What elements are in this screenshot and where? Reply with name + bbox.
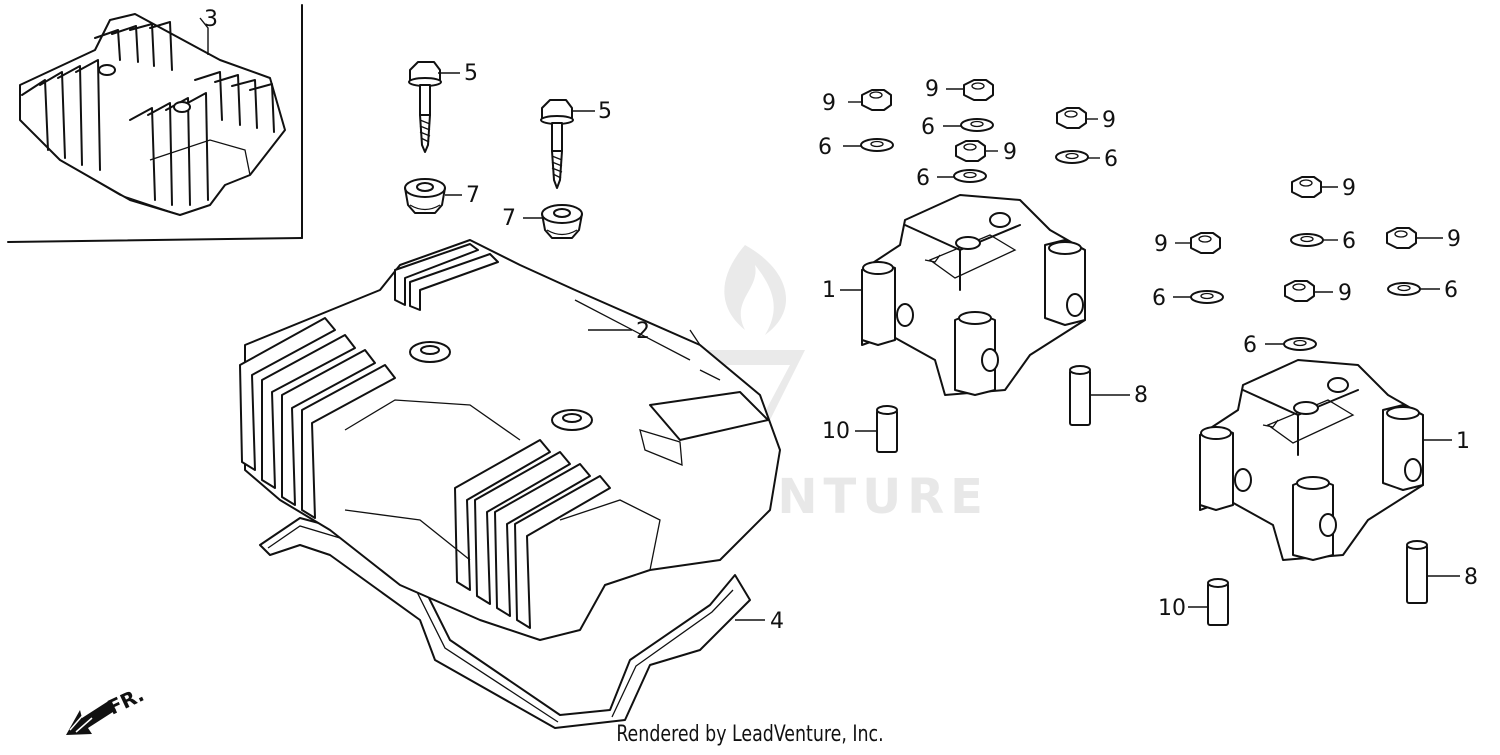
nut-upper-b: [963, 79, 994, 101]
callout-8: 8: [1464, 565, 1478, 590]
nut-lower-b: [1190, 232, 1221, 254]
callout-labels: 3 5 5 7 7 2 4 9 9 9 9 6 6 6 6 1 8 10 9 9…: [204, 7, 1478, 634]
dowel-pin-b: [1406, 540, 1428, 604]
callout-7: 7: [466, 183, 480, 208]
washer-upper-c: [1055, 150, 1089, 164]
callout-9: 9: [1003, 140, 1017, 165]
callout-4: 4: [770, 609, 784, 634]
grommet-a: [404, 178, 446, 214]
callout-9: 9: [1447, 227, 1461, 252]
callout-1: 1: [822, 278, 836, 303]
callout-6: 6: [1104, 147, 1118, 172]
callout-1: 1: [1456, 429, 1470, 454]
grommet-b: [541, 204, 583, 239]
callout-10: 10: [1158, 596, 1186, 621]
callout-6: 6: [1243, 333, 1257, 358]
callout-5: 5: [598, 99, 612, 124]
callout-5: 5: [464, 61, 478, 86]
leader-lines: [199, 17, 1460, 621]
callout-9: 9: [1102, 108, 1116, 133]
nut-upper-a: [861, 89, 892, 111]
callout-9: 9: [822, 91, 836, 116]
rocker-arm-holder-a: [861, 194, 1086, 396]
callout-2: 2: [636, 319, 650, 344]
footer-credit: Rendered by LeadVenture, Inc.: [616, 722, 884, 747]
rocker-arm-holder-b: [1199, 359, 1424, 561]
callout-7: 7: [502, 206, 516, 231]
nut-upper-d: [955, 140, 986, 162]
collar-b: [1207, 578, 1229, 626]
callout-6: 6: [921, 115, 935, 140]
callout-8: 8: [1134, 383, 1148, 408]
flange-bolt-b: [540, 99, 574, 189]
callout-9: 9: [925, 77, 939, 102]
inset-cylinder-head-cover: [19, 13, 286, 216]
nut-lower-c: [1386, 227, 1417, 249]
callout-3: 3: [204, 7, 218, 32]
nut-upper-c: [1056, 107, 1087, 129]
washer-lower-a: [1290, 233, 1324, 247]
washer-upper-b: [960, 118, 994, 132]
washer-upper-a: [860, 138, 894, 152]
callout-6: 6: [1444, 278, 1458, 303]
flange-bolt-a: [408, 61, 442, 153]
callout-6: 6: [1152, 286, 1166, 311]
callout-9: 9: [1154, 232, 1168, 257]
inset-frame: [7, 4, 303, 243]
collar-a: [876, 405, 898, 453]
washer-lower-d: [1283, 337, 1317, 351]
callout-6: 6: [1342, 229, 1356, 254]
callout-6: 6: [818, 135, 832, 160]
callout-9: 9: [1342, 176, 1356, 201]
front-direction-label: FR.: [104, 682, 148, 719]
washer-lower-c: [1387, 282, 1421, 296]
callout-9: 9: [1338, 281, 1352, 306]
callout-6: 6: [916, 166, 930, 191]
washer-upper-d: [953, 169, 987, 183]
cylinder-head-cover: [239, 239, 781, 641]
nut-lower-a: [1291, 176, 1322, 198]
dowel-pin-a: [1069, 365, 1091, 426]
nut-lower-d: [1284, 280, 1315, 302]
callout-10: 10: [822, 419, 850, 444]
washer-lower-b: [1190, 290, 1224, 304]
